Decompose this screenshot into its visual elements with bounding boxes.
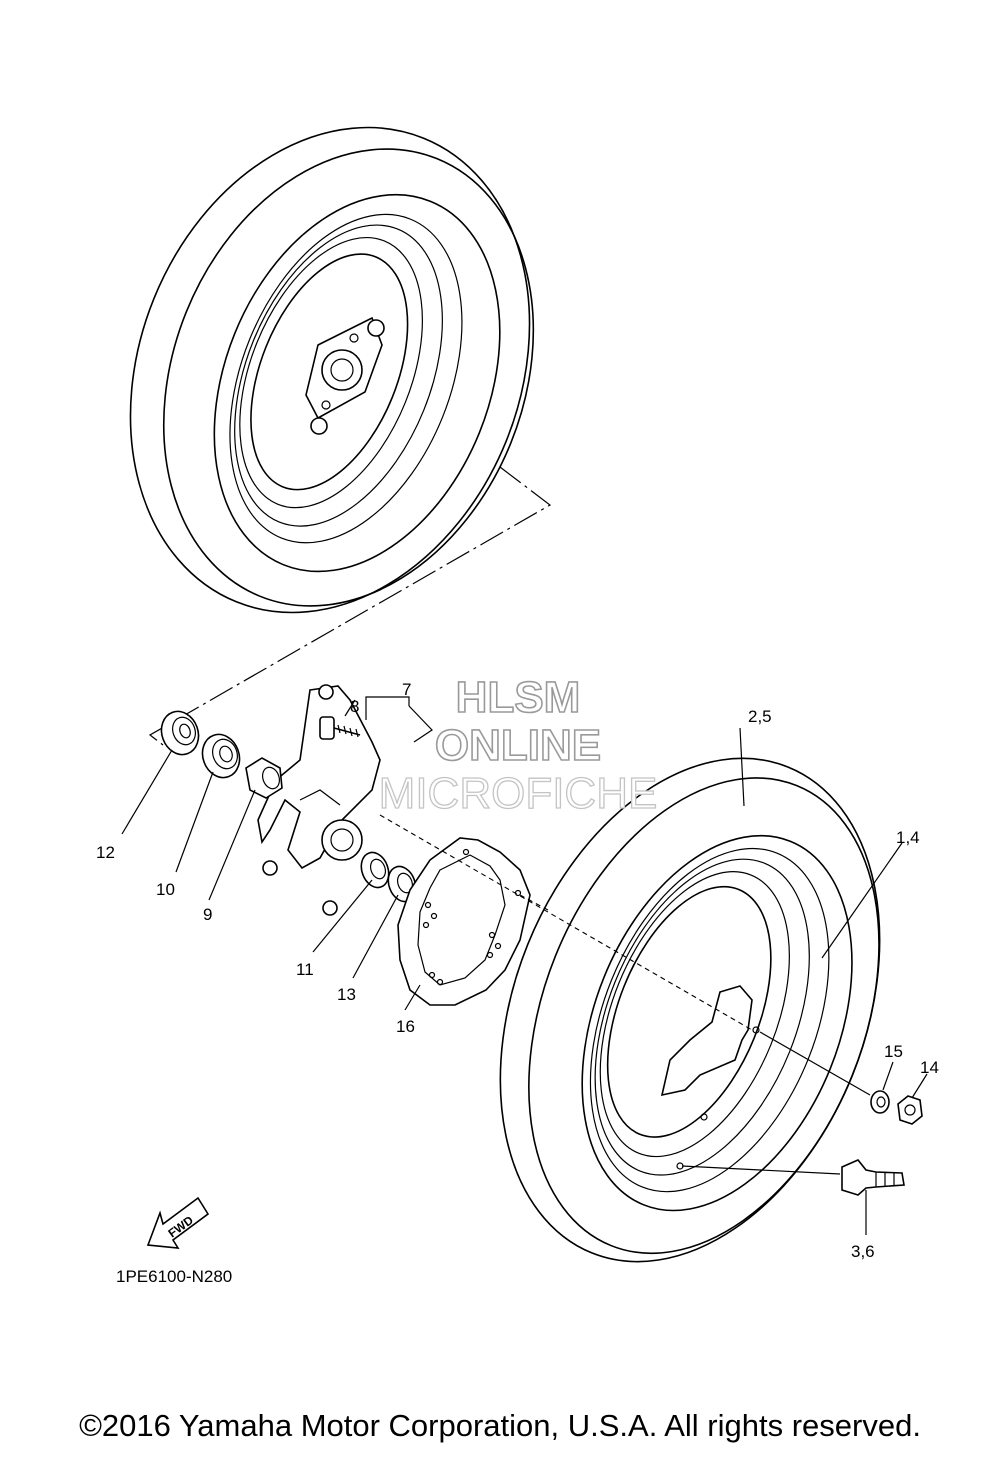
rear-hub <box>305 316 385 435</box>
bearing-part-12 <box>160 710 200 756</box>
watermark-line-1: HLSM <box>456 673 581 722</box>
callout-8: 8 <box>350 697 359 716</box>
rear-wheel-assembly <box>129 126 552 746</box>
bearing-part-11 <box>360 851 390 889</box>
callout-7: 7 <box>402 680 411 699</box>
callout-13: 13 <box>337 985 356 1004</box>
watermark-line-2: ONLINE <box>435 721 601 770</box>
stud-line <box>759 1031 871 1096</box>
copyright-notice: ©2016 Yamaha Motor Corporation, U.S.A. A… <box>79 1408 921 1443</box>
front-wheel-assembly <box>499 757 881 1263</box>
valve-stem-part-3-6 <box>841 1159 905 1196</box>
valve-line <box>681 1165 841 1175</box>
watermark-line-3: MICROFICHE <box>379 769 658 818</box>
nut-part-14 <box>897 1095 923 1125</box>
rear-wheel-connector-line <box>148 466 552 746</box>
callout-3-6: 3,6 <box>851 1242 875 1261</box>
oil-seal-part-10 <box>201 733 241 779</box>
callout-15: 15 <box>884 1042 903 1061</box>
brake-disc-part-16 <box>397 837 531 1006</box>
fwd-arrow-icon: FWD <box>146 1196 210 1249</box>
callout-2-5: 2,5 <box>748 707 772 726</box>
diagram-code: 1PE6100-N280 <box>116 1267 232 1286</box>
callout-9: 9 <box>203 905 212 924</box>
callout-14: 14 <box>920 1058 939 1077</box>
callout-11: 11 <box>296 960 314 979</box>
washer-part-15 <box>870 1090 890 1114</box>
callout-16: 16 <box>396 1017 415 1036</box>
hub-bolt-part-8 <box>319 716 361 740</box>
callout-labels: 2,5 1,4 7 8 12 10 9 11 13 16 15 14 3,6 <box>96 680 939 1261</box>
watermark: HLSM ONLINE MICROFICHE <box>378 672 658 818</box>
callout-10: 10 <box>156 880 175 899</box>
front-wheel-hub-plate <box>660 985 753 1097</box>
spacer-part-9 <box>245 757 283 799</box>
leader-lines <box>121 696 928 1235</box>
callout-1-4: 1,4 <box>896 828 920 847</box>
front-hub-part-7 <box>257 684 381 916</box>
callout-12: 12 <box>96 843 115 862</box>
